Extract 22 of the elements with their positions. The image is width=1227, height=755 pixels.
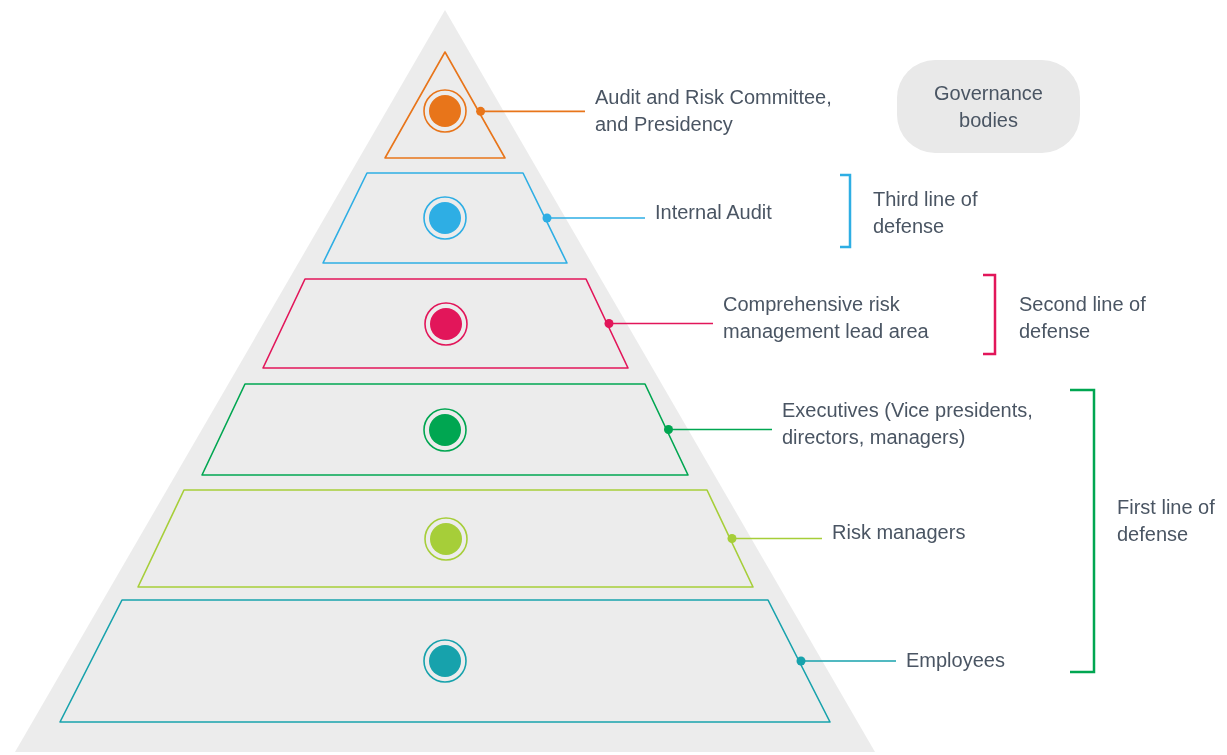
pyramid-tier: [323, 173, 567, 263]
defense-line-label: Third line of defense: [873, 187, 979, 239]
tier-label: Risk managers: [822, 519, 1002, 546]
governance-box: Governance bodies: [897, 60, 1080, 153]
leader-line: [727, 534, 823, 543]
leader-line: [542, 213, 646, 223]
defense-line-label: First line of defense: [1117, 495, 1216, 547]
tier-label: Executives (Vice presidents, directors, managers): [772, 397, 1082, 451]
tier-label: Audit and Risk Committee, and Presidency: [585, 84, 870, 138]
leader-line: [476, 106, 586, 116]
defense-line-label: Second line of defense: [1019, 292, 1147, 344]
leader-line: [604, 319, 714, 328]
pyramid-tier: [263, 279, 628, 368]
tier-label: Comprehensive risk management lead area: [713, 291, 973, 345]
tier-label: Internal Audit: [645, 199, 815, 226]
leader-line: [664, 425, 773, 434]
pyramid-tier: [138, 490, 753, 587]
leader-line: [796, 656, 897, 666]
tier-label: Employees: [896, 647, 1046, 674]
pyramid-tier-triangle: [385, 52, 505, 158]
pyramid-tier: [202, 384, 688, 475]
pyramid-tier: [60, 600, 830, 722]
